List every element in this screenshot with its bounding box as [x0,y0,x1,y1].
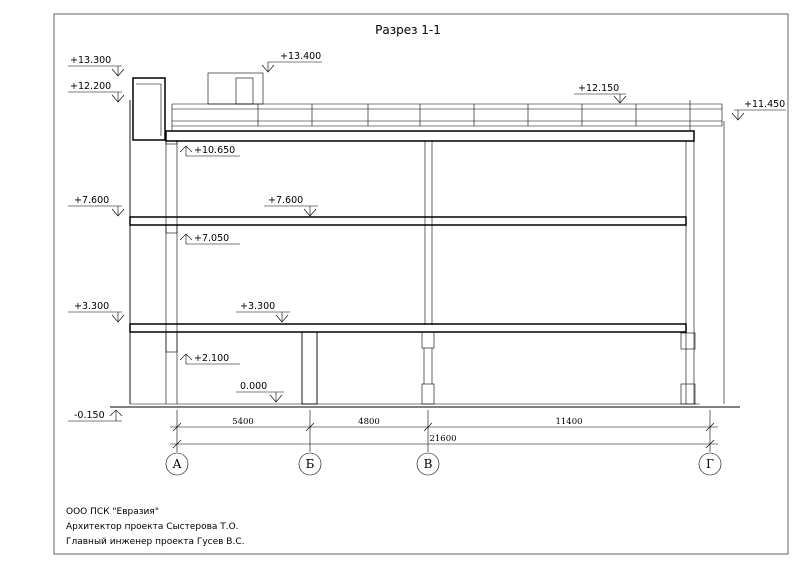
svg-text:+3.300: +3.300 [74,301,109,312]
svg-text:А: А [172,457,181,471]
dimension-span-ab: 5400 [232,417,254,427]
credit-architect: Архитектор проекта Сыстерова Т.О. [66,522,239,532]
grid-axes: А Б В Г [165,452,722,476]
svg-text:+13.400: +13.400 [280,51,321,62]
svg-text:Б: Б [306,457,315,471]
svg-text:+2.100: +2.100 [194,353,229,364]
level-mark-floor-2-left: +3.300 [68,301,125,323]
credit-chief-engineer: Главный инженер проекта Гусев В.С. [66,537,244,547]
svg-text:+7.600: +7.600 [268,195,303,206]
level-mark-roof-right: +12.150 [574,83,627,104]
dimension-span-bv: 4800 [358,417,380,427]
svg-text:+12.150: +12.150 [578,83,619,94]
level-mark-ceiling-1: +7.050 [179,233,240,245]
dimension-chain: 5400 4800 11400 21600 [170,410,718,452]
building-structure [110,72,740,408]
level-mark-far-right: +11.450 [731,99,786,121]
svg-text:+7.600: +7.600 [74,195,109,206]
level-mark-beam-1: +2.100 [179,353,240,365]
level-marks: +13.300 +12.200 +13.400 +12.150 [68,51,786,422]
level-mark-floor-3-mid: +7.600 [264,195,318,217]
level-mark-top-parapet: +13.300 [68,55,125,77]
svg-text:+3.300: +3.300 [240,301,275,312]
drawing-title: Разрез 1-1 [375,23,441,37]
level-mark-floor-3-left: +7.600 [68,195,125,217]
level-mark-roof-left: +12.200 [68,81,125,103]
drawing-frame [53,13,789,555]
level-mark-grade: -0.150 [68,409,123,422]
credit-company: ООО ПСК "Евразия" [66,507,159,517]
level-mark-ground-floor: 0.000 [236,381,284,403]
svg-text:+13.300: +13.300 [70,55,111,66]
title-credits: ООО ПСК "Евразия" Архитектор проекта Сыс… [66,507,244,547]
svg-text:Г: Г [706,457,714,471]
level-mark-floor-2-mid: +3.300 [236,301,290,323]
svg-text:В: В [424,457,433,471]
axis-bubble-v: В [416,452,440,476]
axis-bubble-b: Б [298,452,322,476]
svg-text:+10.650: +10.650 [194,145,235,156]
svg-text:+7.050: +7.050 [194,233,229,244]
axis-bubble-a: А [165,452,189,476]
dimension-total: 21600 [429,434,456,444]
svg-text:+12.200: +12.200 [70,81,111,92]
dimension-span-vg: 11400 [555,417,582,427]
svg-text:-0.150: -0.150 [74,410,105,421]
svg-text:0.000: 0.000 [240,381,267,392]
level-mark-ceiling-2: +10.650 [179,145,240,157]
axis-bubble-g: Г [698,452,722,476]
svg-text:+11.450: +11.450 [744,99,785,110]
level-mark-stair-exit: +13.400 [261,51,322,73]
